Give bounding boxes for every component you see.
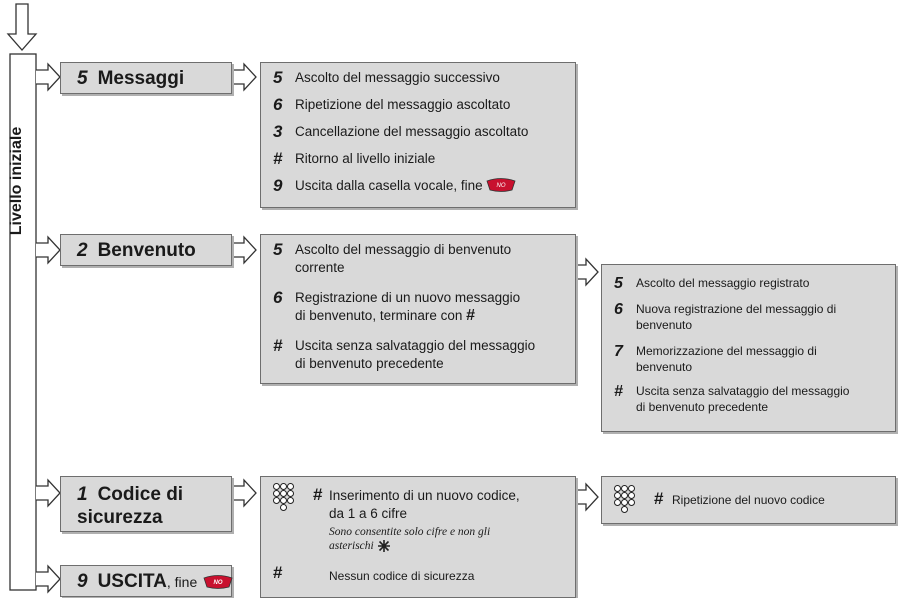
panel-codice: # Inserimento di un nuovo codice,da 1 a … <box>260 476 576 598</box>
menu-benvenuto: 2 Benvenuto <box>60 234 232 266</box>
hash-key: # <box>313 485 323 504</box>
side-label-livello-iniziale: Livello iniziale <box>8 126 25 236</box>
menu-number: 1 <box>77 484 88 505</box>
menu-suffix: , fine <box>166 574 198 590</box>
menu-label: Messaggi <box>97 68 185 89</box>
end-key-label: NO <box>213 580 222 586</box>
end-key-icon: NO <box>203 575 233 589</box>
asterisk-crossed-icon <box>377 540 390 553</box>
menu-label-line1: Codice di <box>97 484 184 505</box>
list-item: # Uscita senza salvataggio del messaggio… <box>614 383 850 414</box>
menu-label: USCITA <box>97 571 167 592</box>
menu-uscita: 9 USCITA, fine NO <box>60 565 233 597</box>
menu-label: Benvenuto <box>97 240 196 261</box>
menu-number: 9 <box>77 571 88 592</box>
menu-number: 5 <box>77 68 88 89</box>
hash-key: # <box>273 563 283 582</box>
note: Sono consentite solo cifre e non gli ast… <box>329 526 491 553</box>
panel-ripetizione: # Ripetizione del nuovo codice <box>601 476 896 524</box>
menu-messaggi: 5 Messaggi <box>60 62 232 94</box>
end-key-label: NO <box>496 183 505 189</box>
hash-key: # <box>654 489 664 508</box>
menu-number: 2 <box>77 240 88 261</box>
end-key-icon: NO <box>486 178 516 192</box>
list-item: # Uscita senza salvataggio del messaggio… <box>273 336 536 372</box>
menu-label-line2: sicurezza <box>77 507 163 528</box>
menu-codice-sicurezza: 1 Codice di sicurezza <box>60 476 232 532</box>
list-item: #Ritorno al livello iniziale <box>273 149 436 168</box>
